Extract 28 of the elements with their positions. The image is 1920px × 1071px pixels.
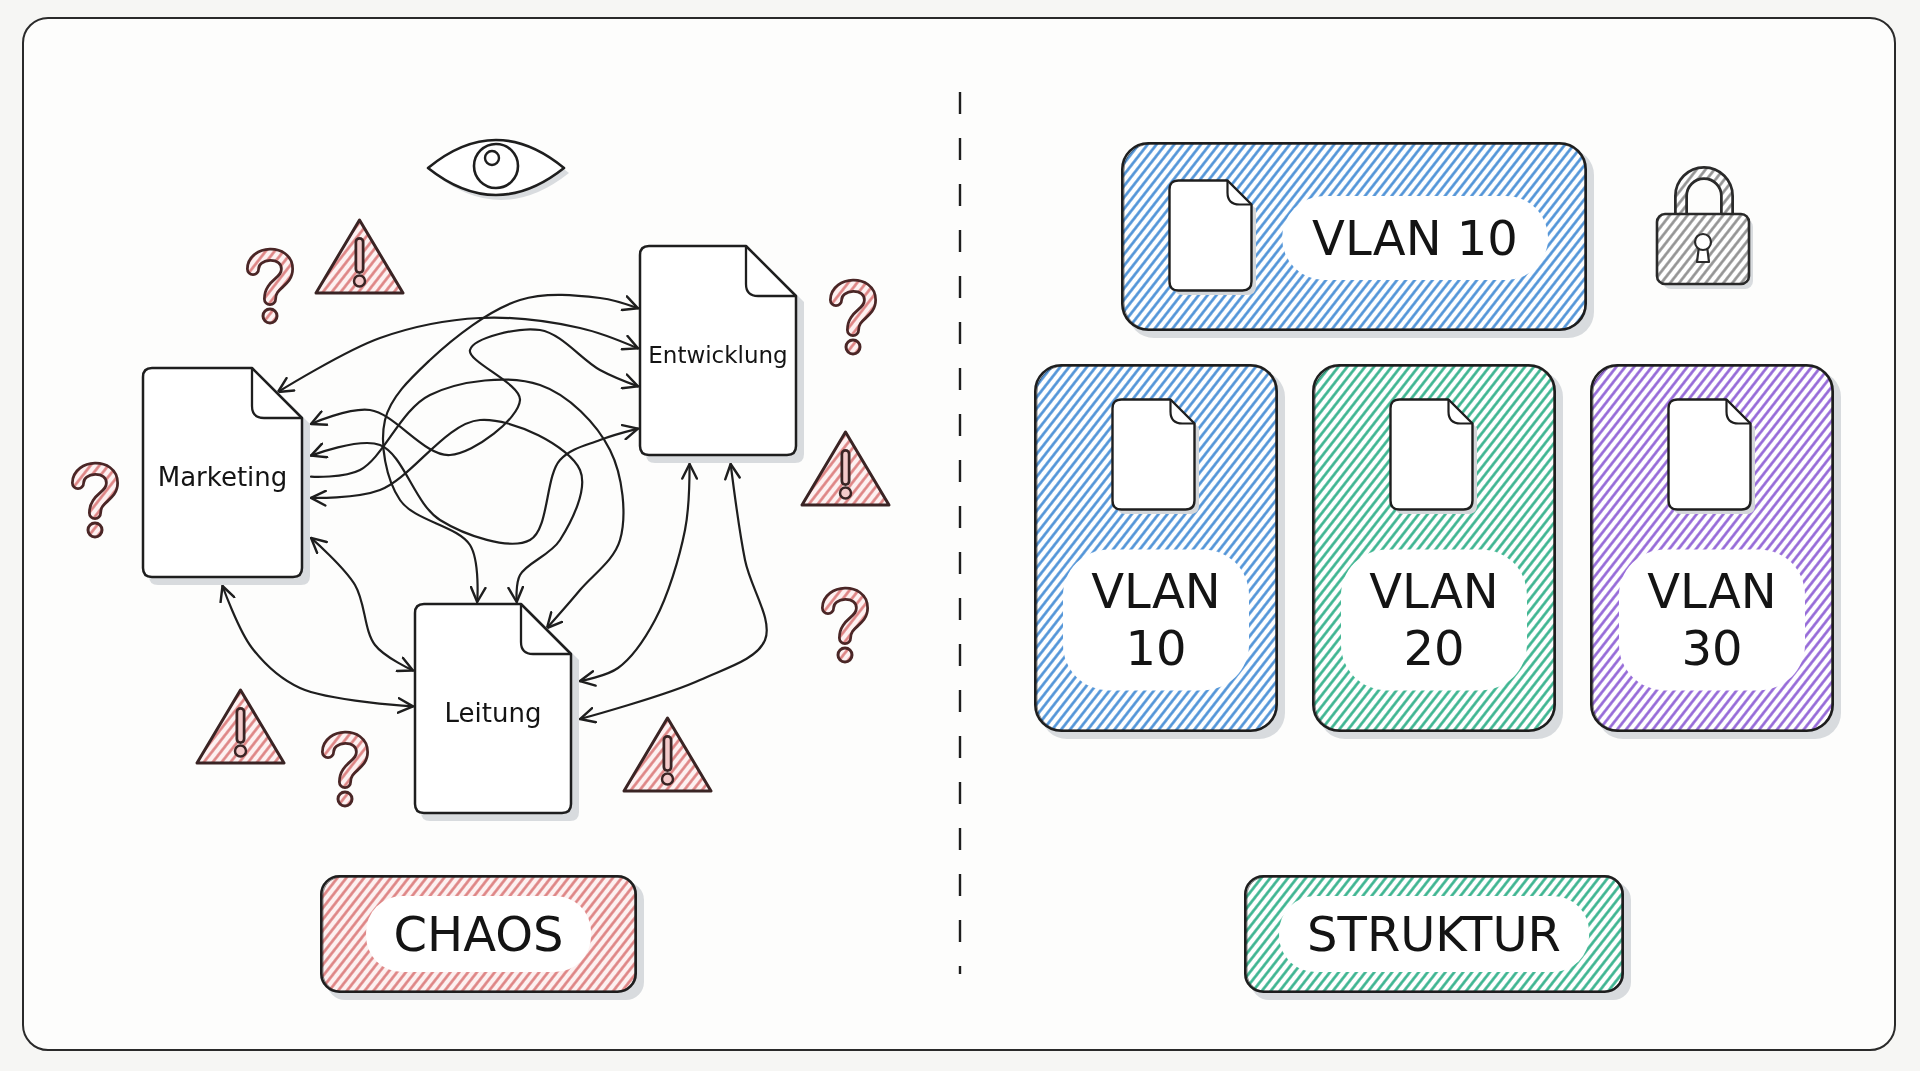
document-label: Leitung (444, 697, 542, 728)
panel-label: VLAN 30 (1619, 549, 1805, 691)
category-tag (1244, 875, 1631, 1000)
document-card (414, 603, 579, 821)
arrow (309, 328, 640, 457)
arrow (309, 423, 640, 545)
panel-label: VLAN 10 (1282, 196, 1548, 280)
group-panel (1312, 364, 1563, 739)
group-panel (1590, 364, 1841, 739)
arrow (381, 293, 640, 604)
group-panel (1121, 142, 1594, 338)
document-card (142, 367, 310, 585)
arrow (219, 584, 415, 714)
arrow (309, 378, 625, 630)
document-card (639, 245, 804, 463)
arrow (578, 462, 699, 687)
panel-label: VLAN 10 (1063, 549, 1249, 691)
arrow (578, 462, 768, 724)
category-tag (320, 875, 644, 1000)
tag-label: CHAOS (365, 896, 592, 972)
document-label: Marketing (157, 461, 288, 492)
panel-label: VLAN 20 (1341, 549, 1527, 691)
group-panel (1034, 364, 1285, 739)
arrow (309, 536, 415, 673)
tag-label: STRUKTUR (1279, 896, 1589, 972)
arrow (276, 316, 640, 394)
document-label: Entwicklung (648, 341, 788, 368)
arrow (309, 418, 584, 604)
